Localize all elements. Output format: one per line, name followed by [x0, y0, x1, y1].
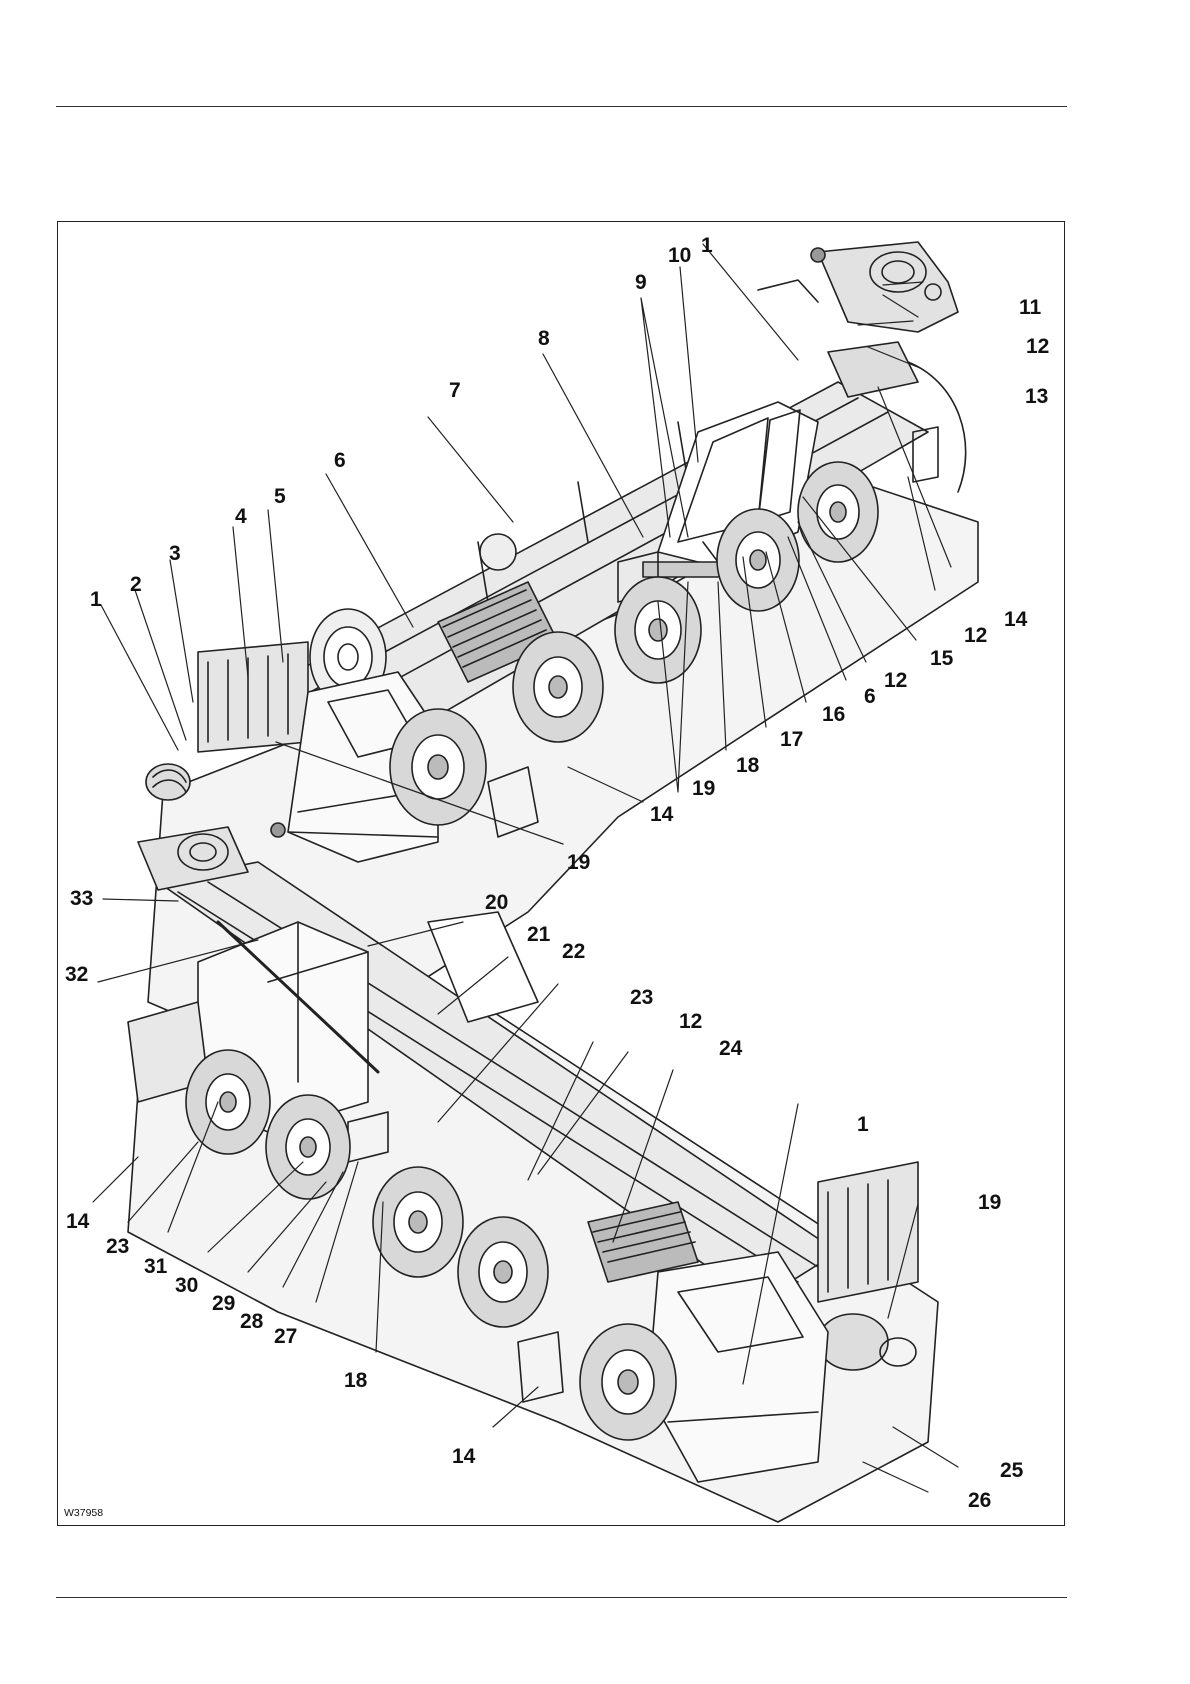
callout-18b: 18 — [344, 1370, 367, 1391]
callout-23b: 23 — [106, 1236, 129, 1257]
callout-6b: 6 — [864, 686, 876, 707]
callout-12c: 12 — [884, 670, 907, 691]
footer-rule — [56, 1597, 1067, 1598]
callout-24: 24 — [719, 1038, 742, 1059]
callout-13: 13 — [1025, 386, 1048, 407]
callout-32: 32 — [65, 964, 88, 985]
callout-33: 33 — [70, 888, 93, 909]
callout-6: 6 — [334, 450, 346, 471]
callout-15: 15 — [930, 648, 953, 669]
callout-30: 30 — [175, 1275, 198, 1296]
callout-22: 22 — [562, 941, 585, 962]
callout-17: 17 — [780, 729, 803, 750]
callout-27: 27 — [274, 1326, 297, 1347]
callout-5: 5 — [274, 486, 286, 507]
callout-14d: 14 — [452, 1446, 475, 1467]
callout-3: 3 — [169, 543, 181, 564]
callout-9: 9 — [635, 272, 647, 293]
callout-8: 8 — [538, 328, 550, 349]
callout-20: 20 — [485, 892, 508, 913]
callout-19b: 19 — [567, 852, 590, 873]
callout-1b: 1 — [701, 235, 713, 256]
callout-23a: 23 — [630, 987, 653, 1008]
callout-25: 25 — [1000, 1460, 1023, 1481]
header-rule — [56, 106, 1067, 107]
callout-31: 31 — [144, 1256, 167, 1277]
callout-7: 7 — [449, 380, 461, 401]
callout-12a: 12 — [1026, 336, 1049, 357]
callout-2: 2 — [130, 574, 142, 595]
callout-12b: 12 — [964, 625, 987, 646]
callout-14b: 14 — [650, 804, 673, 825]
crane-illustration — [58, 222, 1064, 1525]
callout-21: 21 — [527, 924, 550, 945]
callout-16: 16 — [822, 704, 845, 725]
callout-28: 28 — [240, 1311, 263, 1332]
callout-4: 4 — [235, 506, 247, 527]
figure-code: W37958 — [64, 1507, 103, 1519]
callout-29: 29 — [212, 1293, 235, 1314]
callout-1c: 1 — [857, 1114, 869, 1135]
callout-12d: 12 — [679, 1011, 702, 1032]
callout-14a: 14 — [1004, 609, 1027, 630]
callout-10: 10 — [668, 245, 691, 266]
callout-19a: 19 — [692, 778, 715, 799]
callout-26: 26 — [968, 1490, 991, 1511]
figure-frame: 1 2 3 4 5 6 7 8 9 10 1 11 12 13 14 12 15… — [57, 221, 1065, 1526]
callout-18: 18 — [736, 755, 759, 776]
callout-11: 11 — [1019, 297, 1041, 318]
callout-1: 1 — [90, 589, 102, 610]
callout-19c: 19 — [978, 1192, 1001, 1213]
callout-14c: 14 — [66, 1211, 89, 1232]
